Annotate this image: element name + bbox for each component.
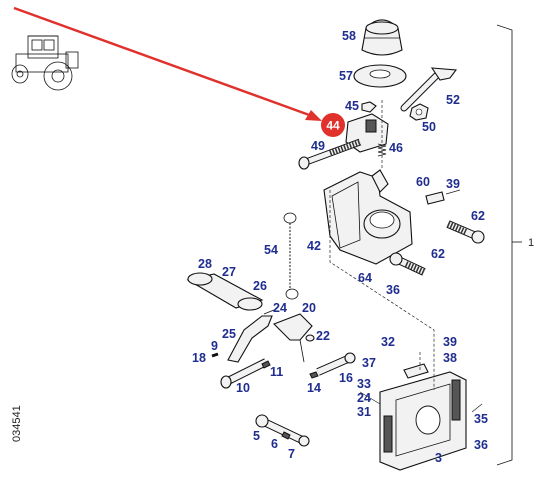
part-nut [409, 103, 429, 121]
callout-27: 27 [222, 265, 236, 279]
part-pin-tube [186, 272, 264, 311]
part-sliding-pin [309, 352, 356, 379]
callout-24-lower: 24 [357, 391, 371, 405]
callout-3: 3 [435, 451, 442, 465]
callout-57: 57 [339, 69, 353, 83]
callout-6: 6 [271, 437, 278, 451]
part-main-bracket [323, 169, 413, 265]
callout-16: 16 [339, 371, 353, 385]
callout-11: 11 [270, 365, 283, 379]
part-bottom-bolt [255, 414, 310, 447]
callout-45: 45 [345, 99, 359, 113]
callout-25: 25 [222, 327, 236, 341]
callout-35: 35 [474, 412, 488, 426]
part-handle-pin [400, 67, 458, 112]
callout-49: 49 [311, 139, 325, 153]
part-small-nut [361, 101, 377, 113]
part-chain [283, 212, 299, 300]
callout-5: 5 [253, 429, 260, 443]
part-pin-with-spring [220, 358, 271, 389]
part-base-plate [379, 371, 467, 471]
callout-31: 31 [357, 405, 371, 419]
tractor-icon [11, 35, 79, 91]
pointer-arrow [13, 6, 322, 121]
part-bolt-lower [389, 252, 426, 276]
callout-62-lower: 62 [431, 247, 445, 261]
part-small-pin [305, 334, 315, 342]
callout-32: 32 [381, 335, 395, 349]
part-cam-lever [273, 313, 313, 363]
part-lever-plate [227, 309, 275, 363]
part-bolt-upper [446, 220, 485, 244]
callout-52: 52 [446, 93, 460, 107]
callout-36-upper: 36 [386, 283, 400, 297]
callout-50: 50 [422, 120, 436, 134]
part-cap [361, 19, 403, 56]
callout-10: 10 [236, 381, 250, 395]
callout-64: 64 [358, 271, 372, 285]
callout-36-lower: 36 [474, 438, 488, 452]
assembly-guide-lines [329, 100, 483, 413]
callout-62-upper: 62 [471, 209, 485, 223]
callout-38: 38 [443, 351, 457, 365]
callout-18: 18 [192, 351, 206, 365]
callout-7: 7 [288, 447, 295, 461]
callout-37: 37 [362, 356, 376, 370]
drawing-number: 034541 [11, 405, 23, 442]
callout-39-lower: 39 [443, 335, 457, 349]
callout-24-upper: 24 [273, 301, 287, 315]
highlight-marker: 44 [321, 113, 345, 137]
part-washer-ring [353, 64, 407, 88]
callout-20: 20 [302, 301, 316, 315]
callout-39-upper: 39 [446, 177, 460, 191]
part-clip [425, 189, 461, 205]
part-spring [377, 143, 387, 157]
part-small-plate [403, 363, 429, 379]
part-screw [211, 352, 219, 358]
callout-labels: 58 57 52 45 50 49 46 60 39 62 54 42 62 6… [192, 29, 488, 465]
callout-60: 60 [416, 175, 430, 189]
callout-28: 28 [198, 257, 212, 271]
assembly-bracket [496, 24, 522, 466]
assembly-label: 1 [528, 237, 534, 249]
callout-58: 58 [342, 29, 356, 43]
callout-54: 54 [264, 243, 278, 257]
callout-26: 26 [253, 279, 267, 293]
callout-9: 9 [211, 339, 218, 353]
callout-46: 46 [389, 141, 403, 155]
callout-22: 22 [316, 329, 330, 343]
callout-33: 33 [357, 377, 371, 391]
callout-42: 42 [307, 239, 321, 253]
callout-14: 14 [307, 381, 321, 395]
part-long-bolt [298, 138, 362, 170]
highlight-marker-label: 44 [326, 119, 340, 133]
